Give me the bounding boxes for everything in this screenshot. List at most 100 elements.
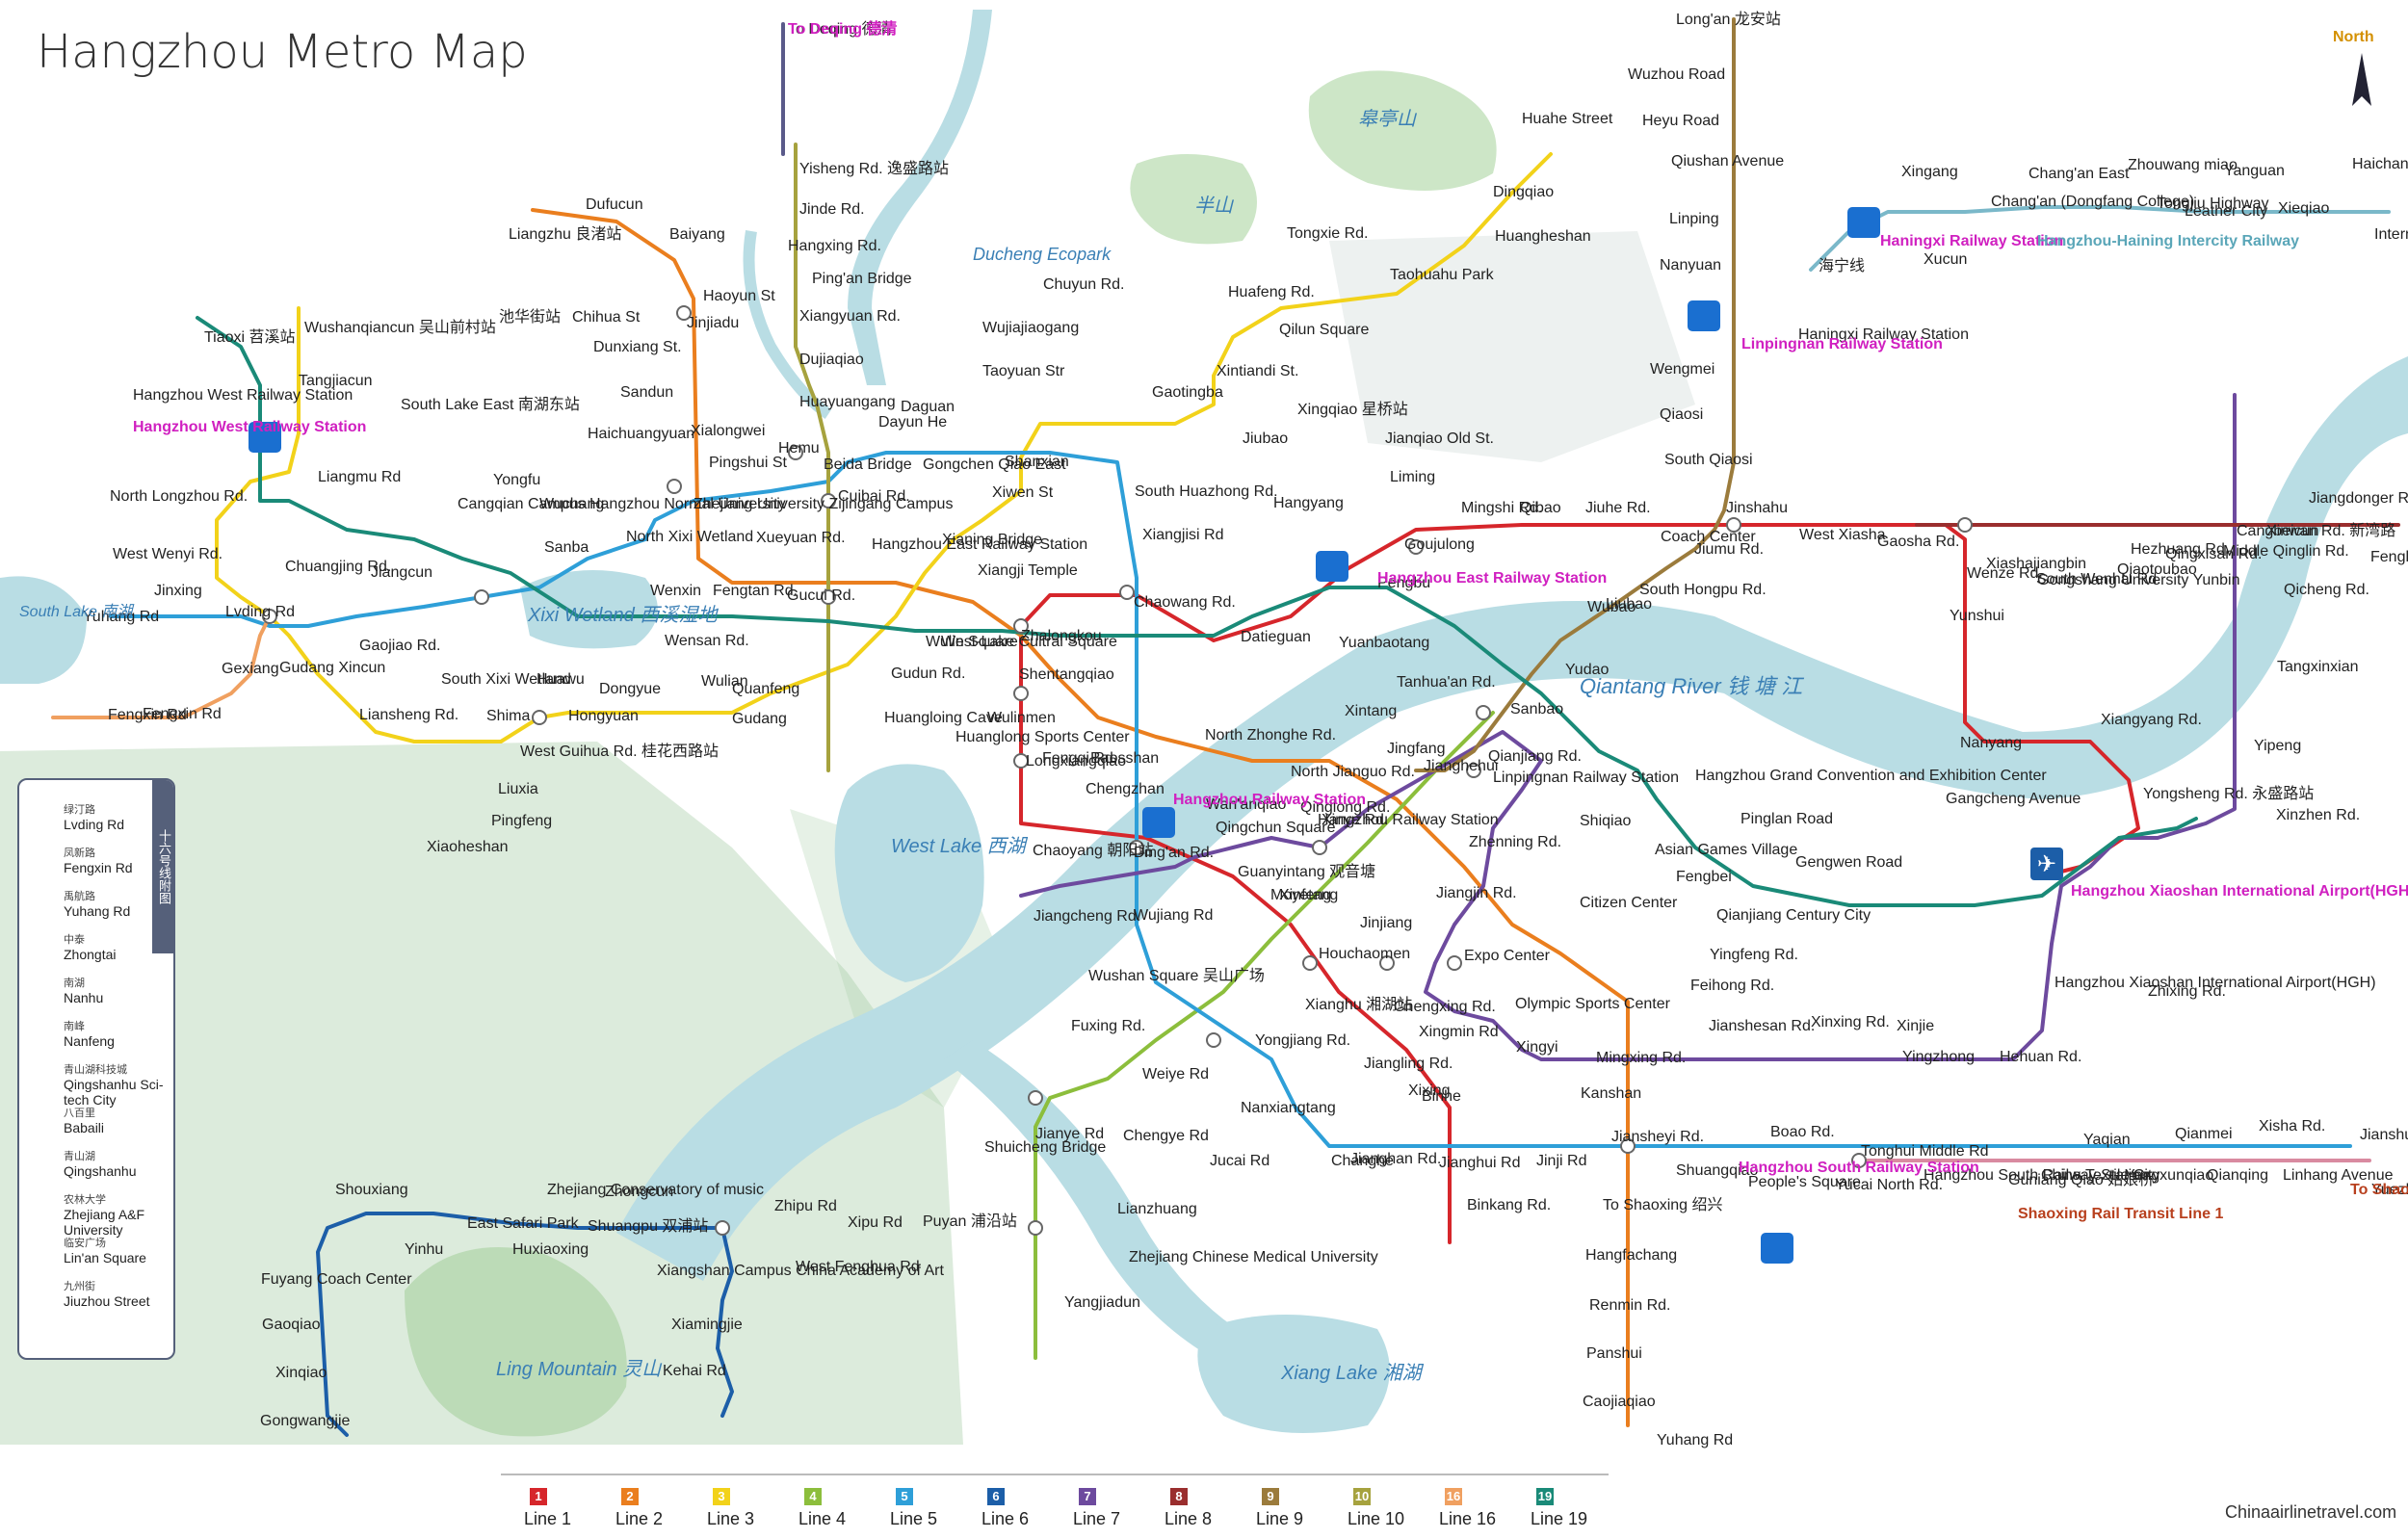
line-6-route: [316, 1212, 734, 1437]
station-label: Lianzhuang: [1117, 1201, 1197, 1217]
interchange-node: [788, 445, 803, 460]
station-label: Goujulong: [1404, 536, 1475, 553]
station-label: Yudao: [1565, 662, 1609, 678]
train-icon: [249, 422, 281, 453]
station-label: Jinxing: [154, 583, 202, 599]
station-label: Hangfachang: [1585, 1247, 1677, 1264]
station-label: Baiyang: [669, 226, 725, 243]
station-label: Pingshui St: [709, 455, 787, 471]
fuchun-river: [944, 1040, 1291, 1377]
special-station-label: To Deqing 德清: [788, 19, 897, 38]
station-label: Gucui Rd.: [787, 587, 855, 604]
special-station-label: Shaoxing Rail Transit Line 1: [2018, 1206, 2223, 1222]
station-label: Fengleicun: [2370, 549, 2408, 565]
line-5-route: [109, 451, 2352, 1148]
source-watermark: Chinaairlinetravel.com: [2225, 1502, 2397, 1522]
inset-station-cn: 南湖: [64, 978, 85, 989]
interchange-node: [821, 493, 836, 509]
station-label: Jianghehui: [1424, 758, 1498, 774]
station-label: Qianqing: [2207, 1167, 2268, 1184]
line-10-route: [794, 143, 830, 772]
station-label: Xingqiao 星桥站: [1297, 401, 1408, 418]
station-label: Asian Games Village: [1655, 842, 1797, 858]
interchange-node: [1408, 539, 1424, 555]
inset-station-en: Zhongtai: [64, 947, 117, 962]
station-label: Ding'an Rd.: [1134, 845, 1214, 861]
station-label: Hangyang: [1273, 495, 1344, 511]
station-label: South Hongpu Rd.: [1639, 582, 1767, 598]
station-label: Jiangdonger Rd. 江东二路: [2309, 489, 2408, 507]
inset-station-en: Nanhu: [64, 990, 104, 1005]
interchange-node: [1851, 1153, 1867, 1168]
station-label: Moyetang: [1270, 887, 1338, 903]
station-label: Cuibai Rd.: [838, 488, 910, 505]
station-label: Chaoyang 朝阳站: [1033, 842, 1153, 859]
station-label: Puyan 浦沿站: [923, 1213, 1017, 1230]
station-label: Nanyang: [1960, 735, 2022, 751]
canal-north: [743, 230, 832, 419]
station-label: Wubao: [1587, 599, 1636, 615]
station-label: Chuangjing Rd.: [285, 559, 391, 575]
interchange-node: [1466, 763, 1481, 778]
station-label: Sanbao: [1510, 701, 1563, 717]
inset-station-en: Qingshanhu Sci-tech City: [64, 1077, 164, 1108]
station-label: Yuhang Rd: [1657, 1432, 1733, 1448]
station-label: Jiangcun: [371, 564, 432, 581]
inset-station-en: Jiuzhou Street: [64, 1293, 150, 1309]
interchange-node: [1476, 705, 1491, 720]
interchange-node: [1013, 618, 1029, 634]
special-station-label: Hangzhou South Railway Station: [1739, 1160, 1979, 1176]
north-arrow-icon: [2352, 53, 2371, 106]
station-label: Linping: [1669, 211, 1719, 227]
station-label: Xianghu 湘湖站: [1305, 996, 1412, 1013]
line-badge: 7: [1079, 1488, 1096, 1505]
station-label: Qianmei: [2175, 1126, 2233, 1142]
line-badge: 1: [530, 1488, 547, 1505]
station-label: Binkang Rd.: [1467, 1197, 1551, 1213]
line-2-route: [531, 208, 1630, 1427]
inset-title: 十六号线附图: [152, 780, 173, 953]
station-label: Shiqiao: [1580, 813, 1631, 829]
station-label: Tangxinxian: [2277, 659, 2359, 675]
south-lake: [0, 576, 87, 684]
station-label: Huangheshan: [1495, 228, 1591, 245]
interchange-node: [532, 710, 547, 725]
station-label: South Huazhong Rd.: [1135, 483, 1278, 500]
station-label: Xintang: [1345, 703, 1397, 719]
station-label: Coach Center: [1661, 529, 1756, 545]
station-label: Xinjie: [1897, 1018, 1934, 1034]
station-label: Jianqiao Old St.: [1385, 430, 1494, 447]
station-label: People's Square: [1748, 1174, 1861, 1190]
line-9-route: [1414, 17, 1736, 772]
station-label: Zhouwang miao: [2128, 157, 2238, 173]
station-label: Dayun He: [878, 414, 947, 430]
station-label: Jiuhe Rd.: [1585, 500, 1651, 516]
inset-station-cn: 绿汀路: [64, 804, 95, 816]
line-label: Line 4: [798, 1509, 847, 1528]
station-label: Fengbei: [1676, 869, 1732, 885]
line-4-route: [1034, 711, 1495, 1360]
geo-feature-label: South Lake 南湖: [19, 603, 135, 620]
station-label: Tangjiacun: [299, 373, 373, 389]
station-label: Qingxisan Rd.: [2165, 546, 2263, 562]
station-label: Sandun: [620, 384, 673, 401]
interchange-node: [1013, 686, 1029, 701]
station-label: Hongyuan: [568, 708, 639, 724]
station-label: Yingfeng Rd.: [1710, 947, 1798, 963]
station-label: Jinjiadu: [687, 315, 739, 331]
interchange-node: [1620, 1138, 1636, 1154]
interchange-node: [1129, 840, 1144, 855]
line-label: Line 7: [1073, 1509, 1121, 1528]
station-label: Xisha Rd.: [2259, 1118, 2325, 1135]
station-label: Middle Qinglin Rd.: [2223, 543, 2349, 560]
station-label: Wujiajiaogang: [982, 320, 1079, 336]
station-label: Yingzhong: [1902, 1049, 1975, 1065]
station-label: Gangcheng Avenue: [1946, 791, 2081, 807]
interchange-node: [1447, 955, 1462, 971]
